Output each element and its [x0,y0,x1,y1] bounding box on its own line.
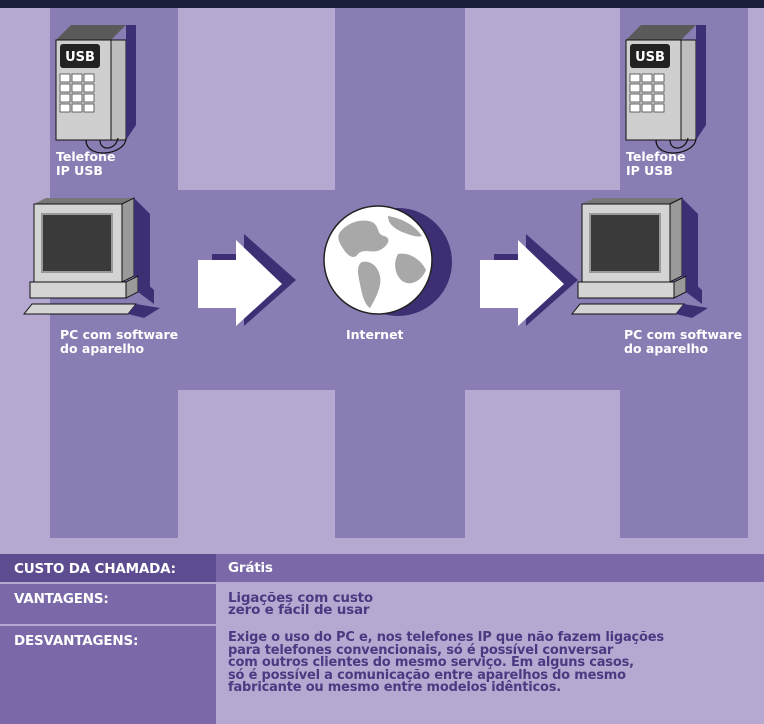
usb-phone-icon: USB [55,25,136,154]
table-row-disadvantages: DESVANTAGENS: Exige o uso do PC e, nos t… [0,626,764,724]
row-label: DESVANTAGENS: [0,626,216,724]
arrow-right-icon [198,234,296,326]
svg-text:USB: USB [65,50,95,65]
table-row-cost: CUSTO DA CHAMADA: Grátis [0,554,764,582]
arrow-right-icon [480,234,578,326]
row-label: VANTAGENS: [0,584,216,624]
globe-icon [323,205,452,316]
label-pc-right: PC com software do aparelho [624,327,743,356]
svg-text:USB: USB [635,50,665,65]
computer-icon [22,197,160,318]
row-value: Grátis [218,554,764,582]
header-bar [0,0,764,8]
label-internet: Internet [346,327,404,342]
row-value: Ligações com custo zero e fácil de usar [218,584,764,624]
label-phone-right: Telefone IP USB [626,149,686,178]
table-row-advantages: VANTAGENS: Ligações com custo zero e fác… [0,584,764,624]
label-pc-left: PC com software do aparelho [60,327,179,356]
row-label: CUSTO DA CHAMADA: [0,554,216,582]
info-table: CUSTO DA CHAMADA: Grátis VANTAGENS: Liga… [0,554,764,724]
label-phone-left: Telefone IP USB [56,149,116,178]
computer-icon [570,197,708,318]
row-value: Exige o uso do PC e, nos telefones IP qu… [218,626,764,724]
usb-phone-icon: USB [625,25,706,154]
